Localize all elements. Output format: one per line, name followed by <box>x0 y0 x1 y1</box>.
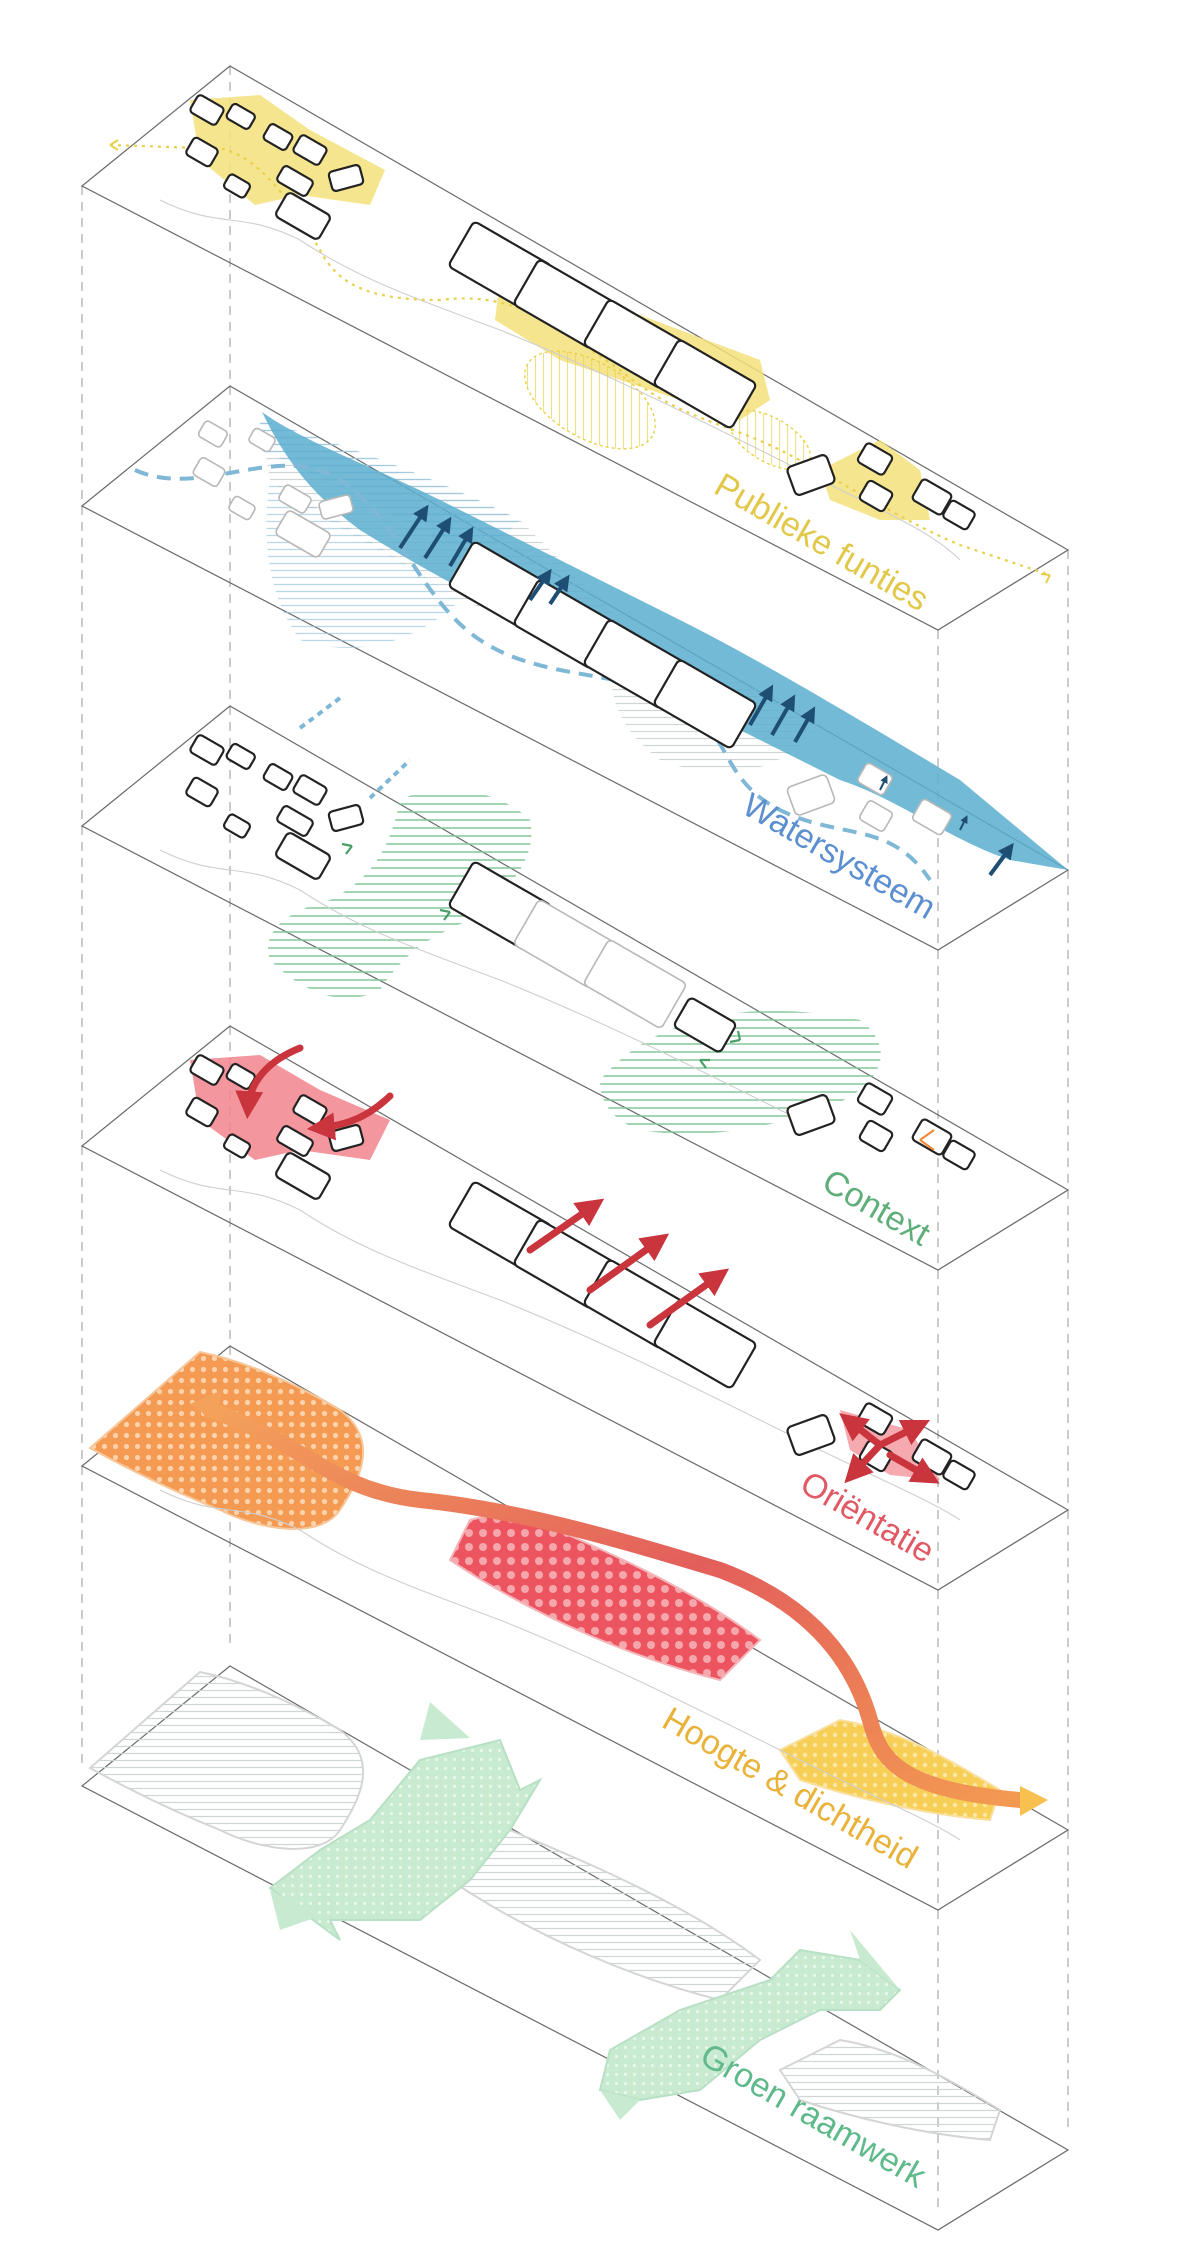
density-route <box>190 1390 1048 1816</box>
water-flow-arrows <box>398 504 1014 877</box>
layer-label-orientatie: Oriëntatie <box>794 1464 941 1571</box>
layer-orientatie: Oriëntatie <box>80 1025 1070 1591</box>
layer-label-context: Context <box>816 1162 937 1254</box>
buildings <box>185 734 976 1171</box>
buildings <box>185 94 976 531</box>
layer-plane <box>80 65 1070 631</box>
layer-hoogte-dichtheid: Hoogte & dichtheid <box>80 1345 1070 1911</box>
water-channel <box>134 463 932 882</box>
context-arrows <box>341 842 935 1151</box>
layer-publieke-funties: Publieke funties <box>80 65 1070 631</box>
grey-footprints <box>88 1670 1002 2142</box>
green-corridors <box>268 1702 902 2120</box>
layer-plane <box>80 1025 1070 1591</box>
orientation-arrows <box>235 1044 940 1484</box>
buildings <box>192 420 953 836</box>
blue-dashed-arrows <box>298 696 412 800</box>
